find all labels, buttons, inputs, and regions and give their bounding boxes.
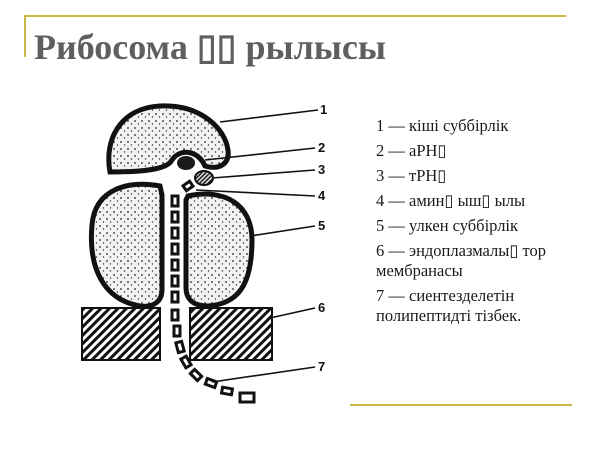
legend-list: 1 — кіші суббірлік 2 — аРН▯ 3 — тРН▯ 4 —… [376, 116, 576, 331]
large-subunit [88, 181, 255, 309]
leader-lines [195, 109, 319, 383]
label-3: 3 [318, 162, 325, 177]
legend-item-1: 1 — кіші суббірлік [376, 116, 509, 135]
small-subunit [106, 103, 231, 175]
trna-blob [194, 170, 214, 186]
label-5: 5 [318, 218, 325, 233]
mrna-blob [177, 156, 195, 170]
diagram-labels: 1 2 3 4 5 6 7 [318, 102, 327, 374]
legend-item-6: 6 — эндоплазмалы▯ тор мембранасы [376, 241, 547, 280]
legend-item-5: 5 — улкен суббірлік [376, 216, 519, 235]
legend-item-2: 2 — аРН▯ [376, 141, 447, 160]
slide-title: Рибосома ▯▯ рылысы [34, 27, 386, 67]
bottom-accent-rule [350, 404, 572, 406]
label-6: 6 [318, 300, 325, 315]
label-2: 2 [318, 140, 325, 155]
legend-item-7: 7 — сиентезделетін полипептидті тізбек. [376, 286, 522, 325]
top-accent-rule [24, 15, 566, 17]
polypeptide-chain [170, 179, 256, 404]
er-membrane [81, 307, 273, 361]
left-accent-rule [24, 15, 26, 57]
label-1: 1 [320, 102, 327, 117]
legend-item-3: 3 — тРН▯ [376, 166, 447, 185]
label-7: 7 [318, 359, 325, 374]
ribosome-diagram: 1 2 3 4 5 6 7 [81, 102, 327, 404]
label-4: 4 [318, 188, 326, 203]
legend-item-4: 4 — амин▯ ыш▯ ылы [376, 191, 526, 210]
